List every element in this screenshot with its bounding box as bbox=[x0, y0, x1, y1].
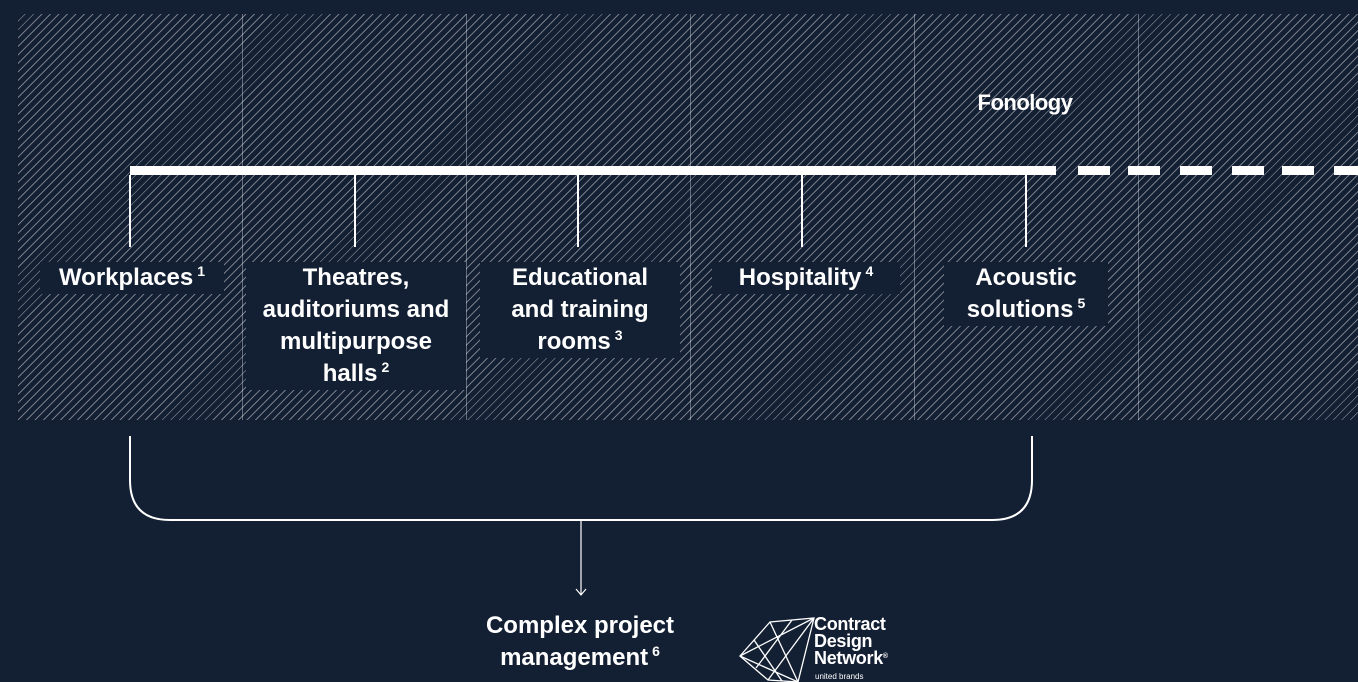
logo-line: Contract bbox=[814, 614, 886, 634]
column-divider bbox=[242, 14, 243, 420]
arrow-head-icon bbox=[575, 588, 587, 596]
outcome-text: Complex project management bbox=[485, 612, 675, 671]
footnote-marker: 6 bbox=[652, 643, 660, 659]
hatched-area bbox=[18, 14, 1358, 420]
column-divider bbox=[466, 14, 467, 420]
category-label: Acoustic solutions bbox=[966, 264, 1077, 323]
column-divider bbox=[914, 14, 915, 420]
category-label: Theatres, auditoriums and multipurpose h… bbox=[262, 264, 450, 387]
brand-label: Fonology bbox=[977, 90, 1073, 115]
logo-line: Network bbox=[814, 648, 883, 668]
bracket-curve bbox=[129, 436, 1033, 521]
category-label: Educational and training rooms bbox=[511, 264, 649, 355]
category-theatres: Theatres, auditoriums and multipurpose h… bbox=[246, 262, 466, 390]
logo-line: Design bbox=[814, 631, 873, 651]
timeline-dash bbox=[1078, 166, 1110, 175]
logo-line-with-mark: Network® bbox=[814, 648, 888, 668]
category-tick bbox=[801, 175, 803, 247]
footnote-marker: 1 bbox=[197, 263, 206, 279]
category-tick bbox=[129, 175, 131, 247]
contract-design-network-logo-icon bbox=[739, 617, 815, 682]
footnote-marker: 5 bbox=[1077, 295, 1086, 311]
category-tick bbox=[1025, 175, 1027, 247]
timeline-dash bbox=[1232, 166, 1264, 175]
column-divider bbox=[1138, 14, 1139, 420]
footnote-marker: 3 bbox=[614, 327, 623, 343]
footnote-marker: 4 bbox=[865, 263, 874, 279]
logo-wordmark: Contract Design Network® bbox=[814, 614, 888, 668]
timeline-dash bbox=[1128, 166, 1160, 175]
category-tick bbox=[577, 175, 579, 247]
category-tick bbox=[354, 175, 356, 247]
timeline-dash bbox=[1282, 166, 1314, 175]
trademark-mark: ® bbox=[882, 653, 888, 660]
category-label: Hospitality bbox=[738, 264, 862, 291]
timeline-dash bbox=[1180, 166, 1212, 175]
logo-tagline: united brands bbox=[815, 672, 864, 681]
timeline-dash bbox=[1334, 166, 1358, 175]
column-divider bbox=[690, 14, 691, 420]
footnote-marker: 2 bbox=[381, 359, 390, 375]
category-label: Workplaces bbox=[58, 264, 194, 291]
timeline-line bbox=[130, 166, 1056, 175]
